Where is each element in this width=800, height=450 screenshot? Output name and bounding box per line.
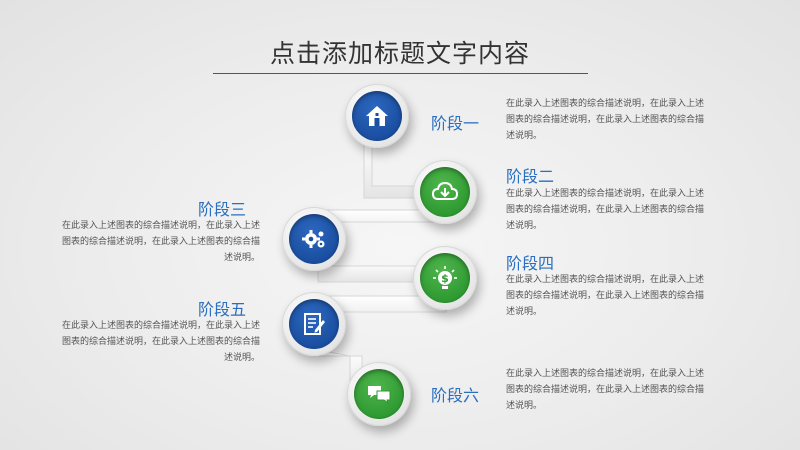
- dollar-bulb-icon: $: [433, 266, 457, 289]
- stage-2-label: 阶段二: [506, 167, 555, 186]
- stage-1-label: 阶段一: [431, 114, 480, 133]
- stage-2-description: 在此录入上述图表的综合描述说明，在此录入上述图表的综合描述说明，在此录入上述图表…: [506, 189, 705, 231]
- cloud-download-icon: [432, 181, 458, 200]
- document-edit-icon: [304, 313, 325, 335]
- chat-bubbles-icon: [368, 386, 391, 405]
- stage-5-label: 阶段五: [198, 300, 247, 319]
- stage-3-description: 在此录入上述图表的综合描述说明，在此录入上述图表的综合描述说明，在此录入上述图表…: [61, 221, 260, 263]
- page-title: 点击添加标题文字内容: [269, 39, 530, 68]
- stage-4-description: 在此录入上述图表的综合描述说明，在此录入上述图表的综合描述说明，在此录入上述图表…: [506, 275, 705, 317]
- stage-3-label: 阶段三: [198, 200, 247, 219]
- stage-4-label: 阶段四: [506, 254, 555, 273]
- gears-icon: [302, 230, 325, 248]
- stage-5-description: 在此录入上述图表的综合描述说明，在此录入上述图表的综合描述说明，在此录入上述图表…: [61, 321, 260, 363]
- stage-1-node: [345, 84, 409, 148]
- stage-6-description: 在此录入上述图表的综合描述说明，在此录入上述图表的综合描述说明，在此录入上述图表…: [506, 369, 705, 411]
- connector-3-4: [317, 262, 421, 283]
- stage-2-node: [413, 160, 477, 224]
- svg-text:$: $: [441, 272, 449, 285]
- stage-3-node: [282, 207, 346, 271]
- stage-6-label: 阶段六: [431, 386, 480, 405]
- stage-4-node: $: [413, 246, 477, 310]
- stage-1-description: 在此录入上述图表的综合描述说明，在此录入上述图表的综合描述说明，在此录入上述图表…: [506, 99, 705, 141]
- home-icon: [366, 106, 388, 126]
- stage-6-node: [347, 362, 411, 426]
- title-underline: [213, 73, 588, 74]
- stage-5-node: [282, 292, 346, 356]
